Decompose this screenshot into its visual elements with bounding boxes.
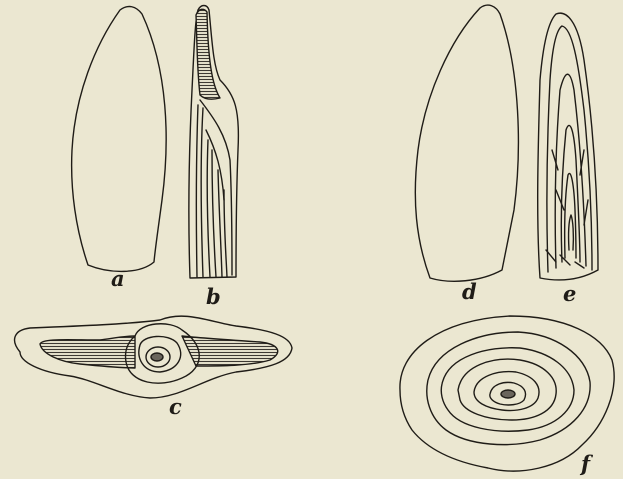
figure-e-longitudinal-section [538, 13, 598, 280]
figure-d-leaf-outline [415, 5, 518, 281]
figure-c-transverse-section [15, 316, 292, 398]
figure-f-transverse-section [400, 316, 614, 471]
figure-b-longitudinal-section [189, 6, 238, 279]
figure-label-a: a [111, 268, 125, 289]
figure-a-leaf-outline [72, 7, 167, 272]
figure-label-d: d [462, 281, 477, 302]
figure-label-b: b [206, 286, 221, 307]
figure-label-f: f [581, 453, 590, 474]
figure-label-e: e [563, 283, 576, 304]
figure-label-c: c [169, 396, 182, 417]
